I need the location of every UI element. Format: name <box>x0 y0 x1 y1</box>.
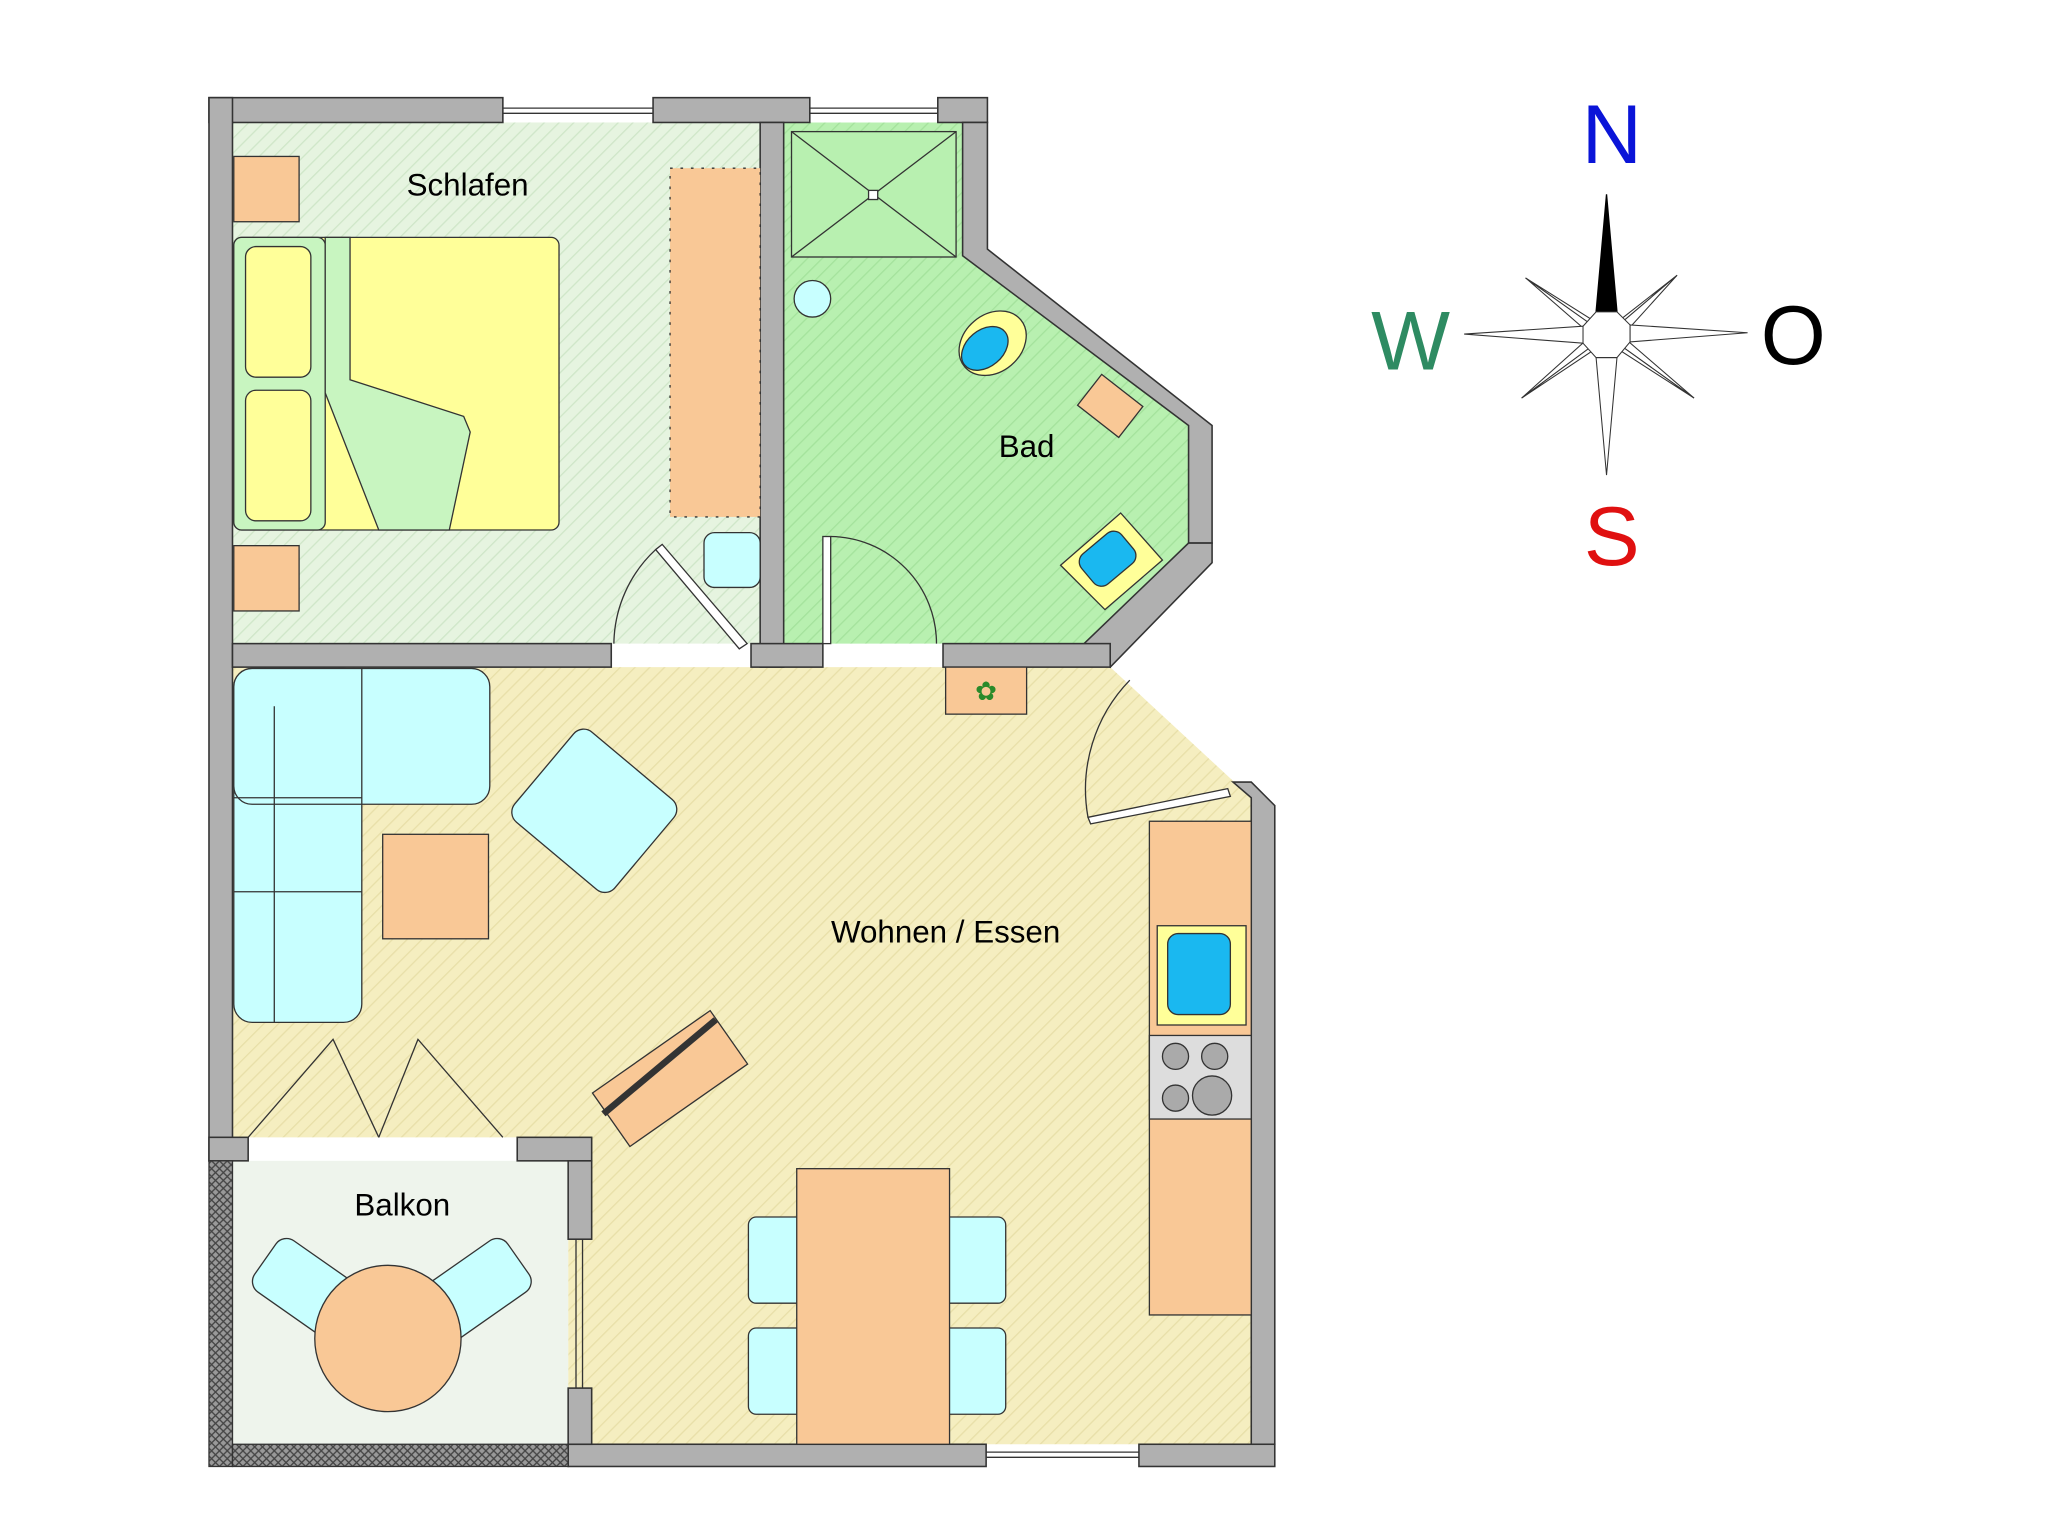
bad-fixtures <box>790 130 1164 611</box>
room-label-bad: Bad <box>999 429 1055 464</box>
windows <box>502 107 1139 1458</box>
room-label-schlafen: Schlafen <box>407 168 529 203</box>
plant-icon: ✿ <box>975 677 997 706</box>
dining-table <box>796 1168 951 1445</box>
compass-west-label: W <box>1371 293 1450 387</box>
wardrobe <box>669 167 761 518</box>
compass-rose-icon <box>1464 194 1748 476</box>
walls <box>208 96 1276 1468</box>
room-label-wohnen: Wohnen / Essen <box>831 915 1060 950</box>
wohnen-furniture: ✿ <box>233 666 1252 1445</box>
compass-south-label: S <box>1584 489 1640 583</box>
schlafen-furniture <box>233 155 761 612</box>
balkon-furniture <box>251 1237 532 1413</box>
compass-east-label: O <box>1761 288 1826 382</box>
doors <box>247 535 1232 1138</box>
room-label-balkon: Balkon <box>354 1188 450 1223</box>
compass-north-label: N <box>1582 87 1642 181</box>
